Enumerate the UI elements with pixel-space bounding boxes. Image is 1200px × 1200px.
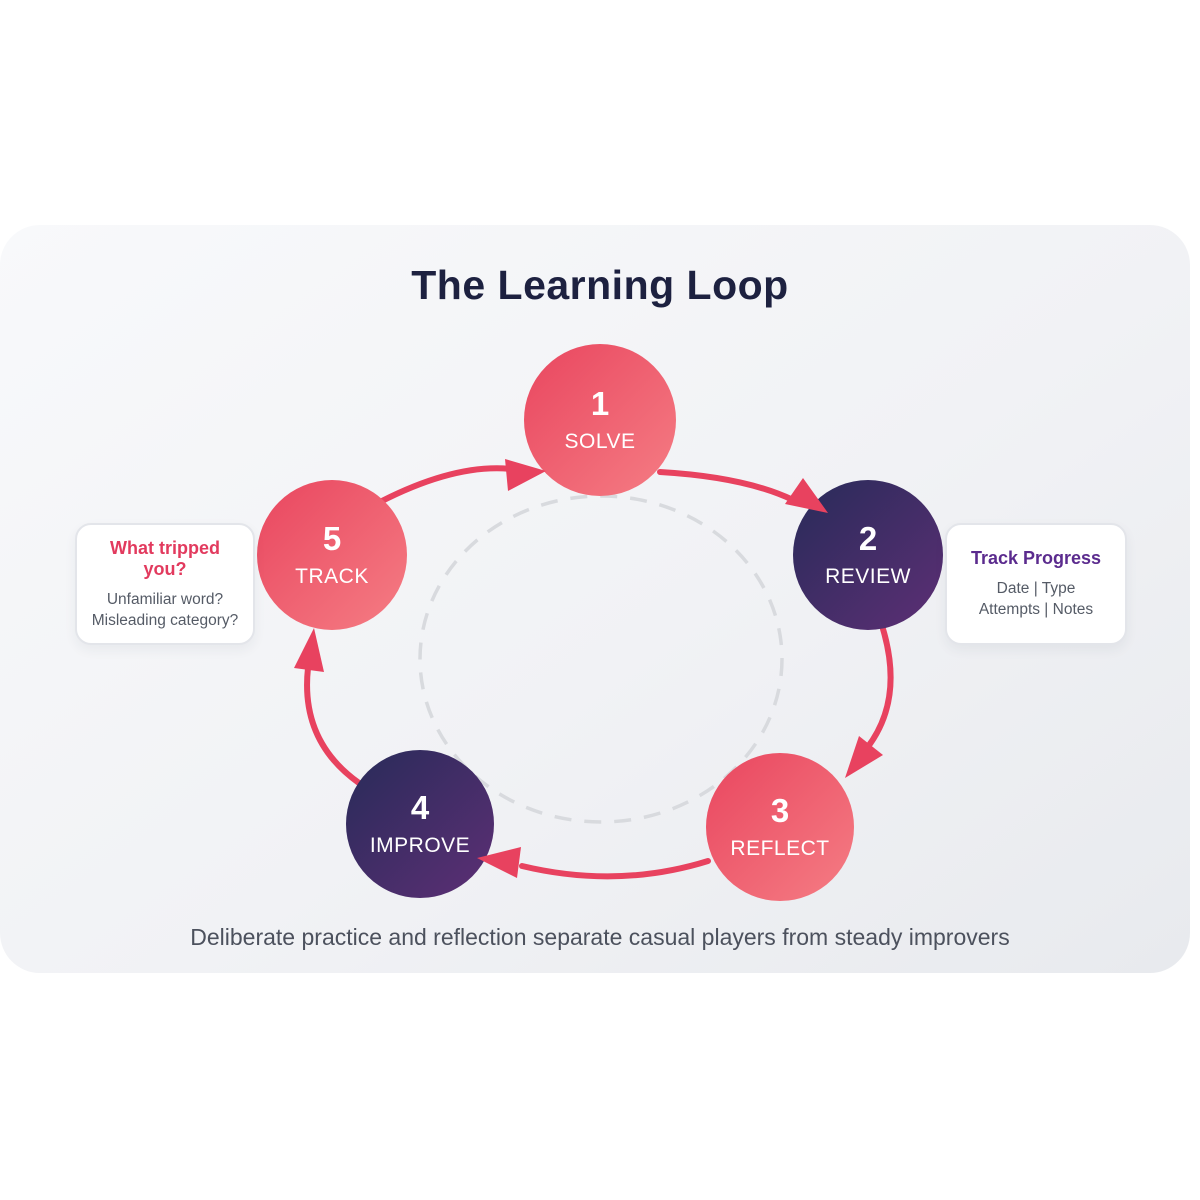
page-title: The Learning Loop (411, 262, 789, 308)
step-circle-reflect: 3 REFLECT (706, 753, 854, 901)
step-number: 3 (770, 792, 790, 830)
step-number: 1 (590, 385, 610, 423)
callout-track-progress: Track Progress Date | Type Attempts | No… (945, 523, 1127, 645)
callout-line: Attempts | Notes (978, 601, 1094, 618)
step-label: SOLVE (564, 429, 636, 453)
callout-line: Unfamiliar word? (106, 590, 224, 608)
step-label: TRACK (295, 564, 369, 588)
step-circle-track: 5 TRACK (257, 480, 407, 630)
callout-title: Track Progress (970, 548, 1102, 568)
callout-what-tripped-you: What tripped you? Unfamiliar word? Misle… (75, 523, 255, 645)
step-circle-solve: 1 SOLVE (524, 344, 676, 496)
step-number: 4 (410, 789, 430, 827)
step-number: 2 (858, 520, 878, 558)
step-circle-review: 2 REVIEW (793, 480, 943, 630)
callout-line: Misleading category? (91, 611, 239, 629)
callout-title: What tripped you? (110, 537, 220, 579)
callout-line: Date | Type (996, 580, 1076, 597)
step-number: 5 (322, 520, 342, 558)
step-label: REVIEW (825, 564, 911, 588)
step-label: REFLECT (730, 836, 830, 860)
diagram-caption: Deliberate practice and reflection separ… (190, 924, 1010, 950)
step-circle-improve: 4 IMPROVE (346, 750, 494, 898)
step-label: IMPROVE (369, 833, 471, 857)
